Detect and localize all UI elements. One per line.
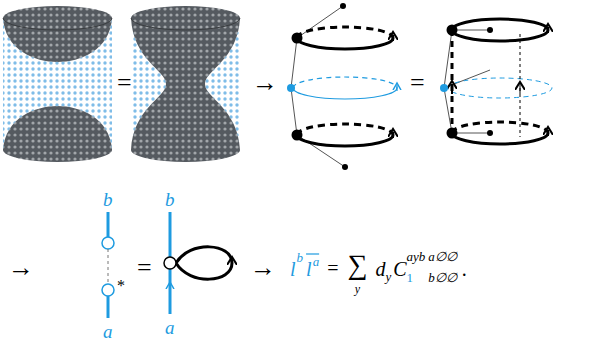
string-net-left (287, 3, 397, 170)
strand-label: b (165, 190, 175, 209)
strand-label: a (103, 322, 113, 341)
arrow-symbol: → (252, 70, 278, 96)
equation-symbol: l (290, 259, 296, 279)
equation-superscript: a (313, 255, 320, 268)
arrow-symbol: → (250, 255, 276, 281)
strand-label: b (103, 190, 113, 209)
arrow-symbol: → (8, 255, 34, 281)
strand-label: a (165, 318, 175, 337)
equals-sign: = (327, 258, 338, 278)
dual-mark: * (117, 278, 125, 294)
cylinder-joined (131, 6, 240, 162)
equation-symbol: C (393, 259, 406, 279)
string-net-right (440, 19, 552, 144)
equation-superscript: a∅∅ (428, 250, 457, 263)
equals-sign: = (137, 255, 152, 281)
cylinder-split (3, 6, 112, 162)
equation-subscript: 1 (407, 271, 414, 284)
strand-diagram (102, 212, 114, 318)
equals-sign: = (410, 70, 425, 96)
equation-subscript: b∅∅ (428, 271, 457, 284)
period: . (462, 259, 467, 279)
equation-symbol: d (375, 259, 385, 279)
equation-subscript: y (385, 270, 391, 283)
equation-symbol: l (306, 259, 312, 279)
loop-diagram (164, 212, 232, 314)
sum-symbol: ∑ (347, 251, 367, 279)
equation-superscript: b (297, 251, 304, 264)
sum-index: y (355, 283, 360, 295)
equation-superscript: ayb (407, 250, 426, 263)
equals-sign: = (117, 70, 132, 96)
